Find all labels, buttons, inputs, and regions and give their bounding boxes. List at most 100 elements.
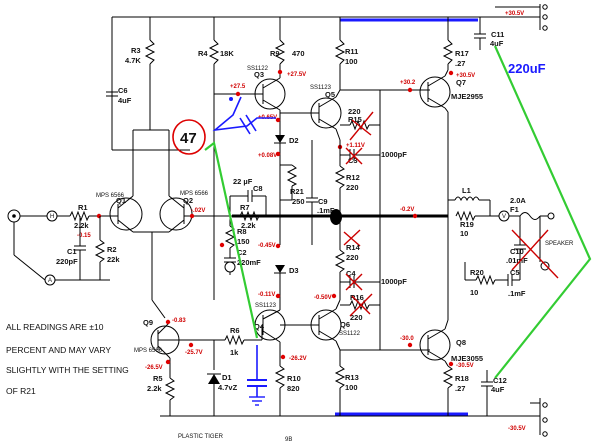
- svg-text:R19: R19: [460, 220, 474, 229]
- svg-text:Q3: Q3: [254, 70, 264, 79]
- annotation-blue-cap: [212, 96, 276, 135]
- svg-text:H: H: [50, 214, 54, 220]
- resistor-r14: R14 220: [346, 243, 361, 262]
- resistor-r3: R3 4.7K: [111, 17, 190, 151]
- svg-text:R17: R17: [455, 49, 469, 58]
- pos-rail-voltage: +30.5V: [505, 11, 524, 17]
- svg-text:220pF: 220pF: [56, 257, 78, 266]
- svg-text:220: 220: [346, 183, 359, 192]
- reading-q9c: -0.83: [172, 318, 186, 324]
- svg-text:F1: F1: [510, 205, 519, 214]
- svg-text:R16: R16: [350, 293, 364, 302]
- svg-text:C9: C9: [318, 197, 328, 206]
- resistor-r4: R4 18K: [198, 17, 234, 300]
- svg-text:R2: R2: [107, 245, 117, 254]
- svg-text:Q1: Q1: [116, 196, 126, 205]
- svg-text:SS1123: SS1123: [255, 303, 277, 309]
- note-line-2: PERCENT AND MAY VARY: [6, 345, 111, 355]
- svg-text:100: 100: [345, 383, 358, 392]
- capacitor-c9: C9 .1mF: [306, 140, 335, 245]
- reading-out: -0.2V: [400, 207, 414, 213]
- resistor-r18: R18 .27: [442, 365, 469, 416]
- svg-text:2.0A: 2.0A: [510, 196, 526, 205]
- note-line-3: SLIGHTLY WITH THE SETTING: [6, 365, 129, 375]
- capacitor-c8: C8 22 µF: [229, 177, 267, 216]
- svg-text:C8: C8: [253, 184, 263, 193]
- diode-d3: D3: [274, 265, 299, 310]
- annotation-blue-ground-cap: [247, 345, 267, 406]
- negative-rail: -30.5V: [160, 398, 548, 437]
- positive-rail: +30.5V: [112, 4, 548, 31]
- svg-text:4uF: 4uF: [491, 385, 505, 394]
- svg-text:.27: .27: [455, 384, 465, 393]
- capacitor-c11: C11 4uF: [474, 17, 504, 50]
- resistor-r9: R9 470: [270, 17, 305, 78]
- svg-text:C10: C10: [510, 247, 524, 256]
- svg-text:.1mF: .1mF: [317, 206, 335, 215]
- capacitor-c12: C12 4uF: [481, 370, 507, 416]
- svg-text:22 µF: 22 µF: [233, 177, 253, 186]
- transistor-q4: Q4 SS1123: [254, 303, 286, 366]
- reading-q4e: -26.2V: [289, 356, 307, 362]
- reading-q7e: +30.5V: [456, 73, 475, 79]
- svg-text:MPS 6566: MPS 6566: [134, 348, 163, 354]
- resistor-r10: R10 820: [274, 365, 301, 416]
- transistor-q7: Q7 MJE2955: [419, 69, 483, 216]
- svg-text:4.7K: 4.7K: [125, 56, 141, 65]
- node-h: H: [46, 210, 58, 222]
- resistor-r13: R13 100: [334, 350, 359, 416]
- svg-text:.01mF: .01mF: [506, 256, 528, 265]
- reading-r12: +1.11V: [346, 143, 365, 149]
- svg-text:R15: R15: [348, 115, 362, 124]
- annotation-green-lines: [204, 45, 592, 379]
- fuse-f1: F1 2.0A: [509, 196, 548, 220]
- neg-rail-voltage: -30.5V: [508, 426, 526, 432]
- svg-text:220: 220: [350, 313, 363, 322]
- svg-text:220: 220: [348, 107, 361, 116]
- node-v: V: [498, 210, 510, 222]
- speaker-terminal: SPEAKER: [539, 212, 574, 271]
- reading-q3b: +27.5: [230, 84, 246, 90]
- svg-text:L1: L1: [462, 186, 471, 195]
- reading-q6: -0.50V: [314, 295, 332, 301]
- capacitor-c1: C1 220pF: [56, 216, 86, 280]
- svg-text:Q5: Q5: [325, 90, 335, 99]
- svg-text:10: 10: [460, 229, 468, 238]
- svg-text:Q6: Q6: [340, 320, 350, 329]
- resistor-r20: R20 10: [464, 262, 508, 297]
- svg-text:100: 100: [345, 57, 358, 66]
- reading-d3a: -0.45V: [258, 243, 276, 249]
- page-number: 9B: [285, 437, 292, 443]
- svg-text:R7: R7: [240, 203, 250, 212]
- svg-text:220mF: 220mF: [237, 258, 261, 267]
- svg-text:470: 470: [292, 49, 305, 58]
- svg-text:R10: R10: [287, 374, 301, 383]
- svg-text:R3: R3: [131, 46, 141, 55]
- zener-d1: D1 4.7vZ: [207, 340, 238, 416]
- transistor-q8: Q8 MJE3055: [419, 216, 483, 367]
- resistor-r2: R2 22k: [94, 216, 120, 280]
- svg-text:4uF: 4uF: [118, 96, 132, 105]
- svg-text:V: V: [502, 214, 506, 220]
- potentiometer-r21: R21 250: [279, 160, 305, 245]
- capacitor-c2: C2 220mF: [224, 248, 261, 275]
- svg-text:MPS 6566: MPS 6566: [96, 193, 125, 199]
- resistor-r12: R12 220: [334, 140, 360, 216]
- svg-text:R1: R1: [78, 203, 88, 212]
- transistor-q3: Q3 SS1122: [214, 66, 286, 125]
- annotation-220uf: 220uF: [508, 61, 546, 76]
- svg-text:SS1123: SS1123: [310, 85, 332, 91]
- capacitor-c10: C10 .01mF: [506, 216, 528, 280]
- svg-text:2.2k: 2.2k: [241, 221, 256, 230]
- svg-text:4.7vZ: 4.7vZ: [218, 383, 238, 392]
- svg-text:1000pF: 1000pF: [381, 277, 407, 286]
- svg-text:SPEAKER: SPEAKER: [545, 241, 574, 247]
- svg-text:MPS 6566: MPS 6566: [180, 191, 209, 197]
- diode-d2: D2: [274, 125, 299, 160]
- svg-text:A: A: [48, 278, 52, 284]
- node-a: A: [44, 274, 110, 286]
- transistor-q6: Q6 SS1122: [280, 299, 430, 351]
- svg-text:4uF: 4uF: [490, 39, 504, 48]
- output-junction: [330, 209, 342, 225]
